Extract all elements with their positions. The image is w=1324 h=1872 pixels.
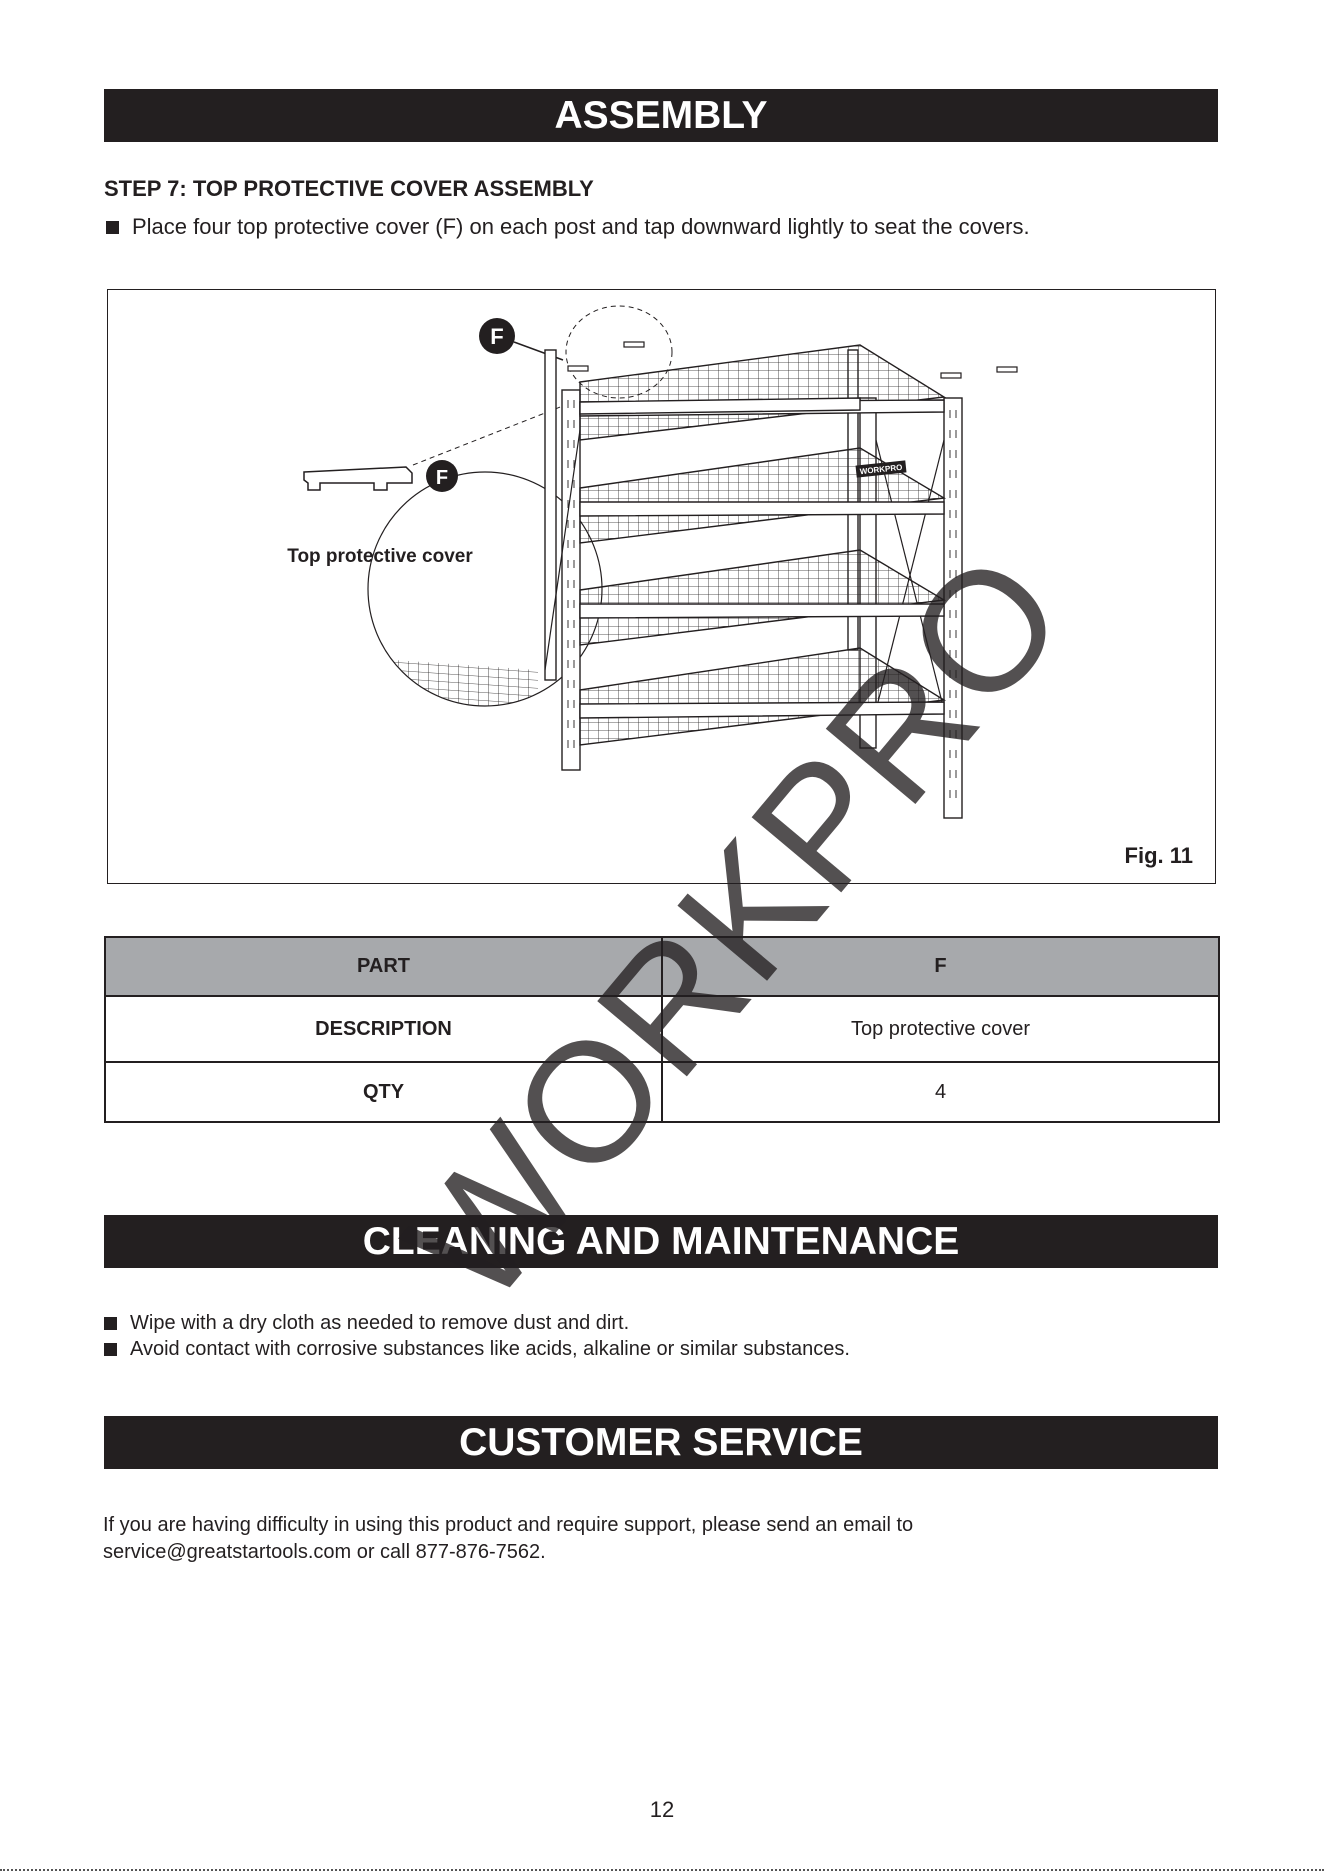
bullet-square-icon <box>104 1343 117 1356</box>
description-label: DESCRIPTION <box>104 995 663 1063</box>
instruction-text: Place four top protective cover (F) on e… <box>132 214 1030 239</box>
description-value: Top protective cover <box>661 995 1220 1063</box>
cleaning-item-text: Wipe with a dry cloth as needed to remov… <box>130 1312 630 1334</box>
step-title: STEP 7: TOP PROTECTIVE COVER ASSEMBLY <box>104 176 594 201</box>
table-row: DESCRIPTION Top protective cover <box>104 995 1220 1063</box>
qty-value: 4 <box>661 1061 1220 1123</box>
figure-label: Fig. 11 <box>1124 843 1193 868</box>
assembly-banner: ASSEMBLY <box>104 89 1218 142</box>
bottom-border <box>0 1869 1324 1871</box>
part-value: F <box>661 936 1220 997</box>
table-row: QTY 4 <box>104 1061 1220 1123</box>
list-item: Wipe with a dry cloth as needed to remov… <box>104 1312 629 1335</box>
svg-text:F: F <box>436 467 448 489</box>
page-number: 12 <box>649 1797 675 1822</box>
bullet-square-icon <box>104 1317 117 1330</box>
customer-service-text: If you are having difficulty in using th… <box>103 1514 914 1563</box>
qty-label: QTY <box>104 1061 663 1123</box>
shelving-illustration: F F Top protective cover <box>287 305 1018 819</box>
customer-service-banner: CUSTOMER SERVICE <box>104 1416 1218 1469</box>
zoom-detail: F Top protective cover <box>287 460 603 707</box>
svg-text:WORKPRO: WORKPRO <box>859 463 902 476</box>
parts-table: PART F DESCRIPTION Top protective cover … <box>104 936 1220 1123</box>
bullet-square-icon <box>106 220 119 234</box>
shelf-unit <box>544 344 963 819</box>
zoom-label: Top protective cover <box>287 546 473 567</box>
callout-f-top: F <box>479 318 564 361</box>
svg-text:F: F <box>490 324 503 349</box>
workpro-tag: WORKPRO <box>855 460 907 478</box>
figure-11: F F Top protective cover <box>107 289 1216 884</box>
table-row: PART F <box>104 936 1220 997</box>
cleaning-item-text: Avoid contact with corrosive substances … <box>130 1338 850 1360</box>
instruction-item: Place four top protective cover (F) on e… <box>106 214 1030 240</box>
cleaning-banner: CLEANING AND MAINTENANCE <box>104 1215 1218 1268</box>
list-item: Avoid contact with corrosive substances … <box>104 1338 850 1361</box>
part-header: PART <box>104 936 663 997</box>
floating-covers <box>567 341 1018 379</box>
